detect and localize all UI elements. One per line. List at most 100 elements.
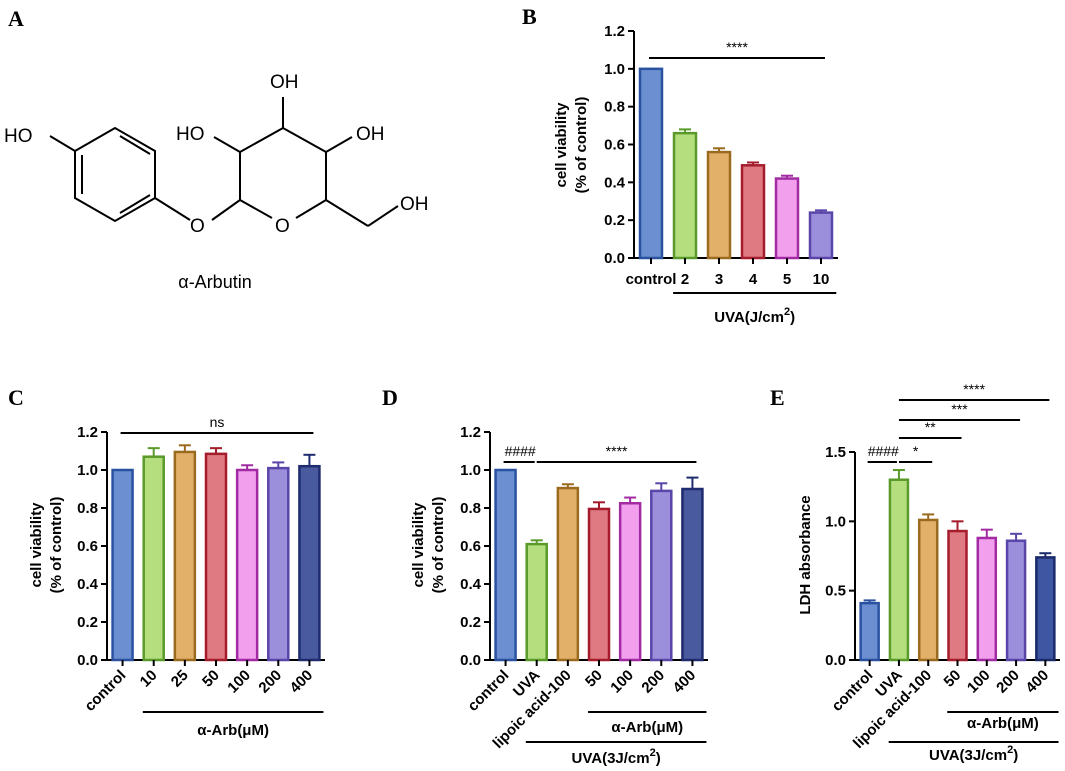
y-tick-label: 0.0 [825, 652, 846, 669]
y-tick-label: 0.6 [460, 538, 481, 555]
bar [494, 468, 517, 662]
panel-c-letter: C [8, 385, 24, 410]
y-tick-label: 0.6 [77, 538, 98, 555]
group-label-text: UVA(J/cm [714, 309, 784, 326]
panel-d-letter: D [382, 385, 398, 410]
bar [204, 452, 228, 662]
x-tick-label: 400 [1022, 667, 1052, 697]
bar [672, 131, 698, 260]
bar [235, 468, 259, 662]
y-tick-label: 1.0 [460, 462, 481, 479]
bar [888, 478, 910, 662]
y-tick-label: 0.4 [460, 576, 482, 593]
group-label-superscript: 2 [650, 747, 656, 759]
bar [587, 507, 611, 662]
group-label-text: UVA(3J/cm [929, 747, 1007, 764]
y-axis-label-line: cell viability [28, 502, 45, 588]
x-tick-label: 400 [670, 667, 700, 697]
y-axis-label-line: (% of control) [573, 97, 590, 194]
group-label: α-Arb(μM) [611, 719, 683, 736]
x-tick-label: 100 [964, 667, 994, 697]
group-label: α-Arb(μM) [197, 722, 269, 739]
bar [859, 601, 880, 662]
y-tick-label: 0.4 [77, 576, 99, 593]
bar [947, 529, 968, 662]
panel-a-structure: A HO O O [4, 6, 429, 292]
x-tick-label: 100 [224, 667, 254, 697]
x-tick-label: 50 [941, 667, 965, 691]
group-label-superscript: 2 [1007, 744, 1013, 756]
group-label: UVA(3J/cm2) [572, 747, 661, 767]
significance-label: **** [606, 443, 628, 459]
bar [1005, 539, 1027, 662]
group-label-tail: ) [1013, 747, 1018, 764]
group-label: α-Arb(μM) [967, 715, 1039, 732]
bar [808, 211, 834, 260]
y-tick-label: 0.5 [825, 583, 846, 600]
y-tick-label: 1.0 [825, 513, 846, 530]
bar [774, 177, 800, 260]
y-axis-label: LDH absorbance [797, 495, 814, 614]
y-tick-label: 0.0 [604, 250, 625, 267]
x-tick-label: 5 [783, 271, 791, 288]
x-tick-label: 10 [137, 667, 161, 691]
bar [618, 502, 642, 662]
y-tick-label: 0.2 [604, 212, 625, 229]
x-tick-label: 10 [813, 271, 830, 288]
group-label-text: α-Arb(μM) [611, 719, 683, 736]
significance-label: * [913, 443, 919, 459]
x-tick-label: 2 [681, 271, 689, 288]
atom-ho-phenol: HO [4, 126, 33, 147]
bar [976, 536, 998, 662]
significance-label: **** [963, 381, 985, 397]
y-tick-label: 0.2 [77, 614, 98, 631]
y-tick-label: 0.0 [77, 652, 98, 669]
group-label-tail: ) [656, 750, 661, 767]
y-tick-label: 0.6 [604, 137, 625, 154]
bar [267, 466, 290, 662]
bar [706, 150, 732, 260]
y-tick-label: 0.4 [604, 174, 626, 191]
x-tick-label: 200 [255, 667, 285, 697]
bar [740, 164, 766, 260]
atom-oh-top: OH [270, 72, 299, 93]
group-label-tail: ) [790, 309, 795, 326]
bar [638, 67, 664, 260]
bar [917, 518, 939, 662]
bar [556, 486, 580, 662]
panel-a-letter: A [8, 6, 24, 31]
y-tick-label: 1.0 [604, 61, 625, 78]
bar [525, 542, 548, 662]
molecule-name: α-Arbutin [178, 272, 251, 292]
panel-e-letter: E [770, 385, 785, 410]
significance-label: #### [868, 443, 899, 459]
x-tick-label: 200 [638, 667, 668, 697]
x-tick-label: 50 [582, 667, 606, 691]
significance-label: ** [925, 419, 936, 435]
y-axis-label-line: LDH absorbance [797, 495, 814, 614]
y-axis-label-line: cell viability [553, 102, 570, 188]
group-label: UVA(3J/cm2) [929, 744, 1018, 764]
bar [173, 450, 197, 662]
x-tick-label: control [81, 667, 129, 715]
bar [298, 464, 321, 662]
x-tick-label: 4 [749, 271, 758, 288]
x-tick-label: control [828, 667, 876, 715]
y-axis-label-line: (% of control) [430, 497, 447, 594]
y-axis-label-line: cell viability [410, 502, 427, 588]
y-tick-label: 1.2 [77, 424, 98, 441]
x-tick-label: 200 [993, 667, 1023, 697]
bar [681, 487, 704, 662]
x-tick-label: control [464, 667, 512, 715]
group-label-text: α-Arb(μM) [197, 722, 269, 739]
x-tick-label: 3 [715, 271, 723, 288]
atom-oh-right: OH [356, 124, 385, 145]
y-tick-label: 1.0 [77, 462, 98, 479]
bar [111, 468, 134, 662]
y-tick-label: 1.5 [825, 444, 846, 461]
atom-o-ring: O [275, 216, 290, 237]
